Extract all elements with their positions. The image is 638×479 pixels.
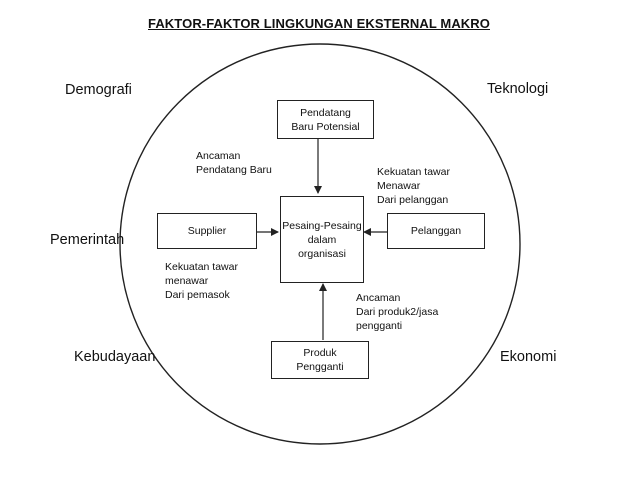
box-pelanggan: Pelanggan — [387, 213, 485, 249]
box-pesaing-line-2: dalam — [307, 233, 337, 246]
factor-teknologi: Teknologi — [487, 81, 549, 97]
environment-circle — [119, 43, 521, 445]
note-kekuatan-pelanggan-line-3: Dari pelanggan — [377, 194, 449, 206]
note-ancaman-produk-line-1: Ancaman — [356, 292, 401, 304]
box-pelanggan-line-1: Pelanggan — [410, 225, 462, 237]
factor-ekonomi: Ekonomi — [500, 349, 557, 365]
note-kekuatan-pemasok-line-2: menawar — [165, 275, 209, 287]
box-supplier: Supplier — [157, 213, 257, 249]
factor-demografi: Demografi — [65, 82, 132, 98]
factor-pemerintah: Pemerintah — [50, 232, 125, 248]
note-ancaman-produk-line-2: Dari produk2/jasa — [356, 306, 439, 318]
box-supplier-line-1: Supplier — [187, 225, 227, 237]
box-produk-line-1: Produk — [303, 347, 337, 359]
note-ancaman-produk: Ancaman Dari produk2/jasa pengganti — [356, 291, 438, 333]
box-pendatang-line-2: Baru Potensial — [291, 120, 360, 133]
note-ancaman-pendatang-line-1: Ancaman — [196, 150, 241, 162]
note-kekuatan-pemasok: Kekuatan tawar menawar Dari pemasok — [165, 260, 238, 302]
note-kekuatan-pemasok-line-1: Kekuatan tawar — [165, 261, 238, 273]
note-kekuatan-pelanggan-line-2: Menawar — [377, 180, 421, 192]
factor-kebudayaan: Kebudayaan — [74, 349, 156, 365]
diagram-title: FAKTOR-FAKTOR LINGKUNGAN EKSTERNAL MAKRO — [148, 16, 490, 31]
note-kekuatan-pelanggan-line-1: Kekuatan tawar — [377, 166, 450, 178]
box-produk-line-2: Pengganti — [296, 361, 344, 373]
box-produk-pengganti: Produk Pengganti — [271, 341, 369, 379]
note-kekuatan-pelanggan: Kekuatan tawar Menawar Dari pelanggan — [377, 165, 450, 207]
box-pendatang-line-1: Pendatang — [300, 106, 351, 119]
note-ancaman-pendatang-line-2: Pendatang Baru — [196, 164, 272, 176]
note-kekuatan-pemasok-line-3: Dari pemasok — [165, 289, 230, 301]
box-pesaing-line-3: organisasi — [298, 247, 346, 260]
box-pesaing-line-1: Pesaing-Pesaing — [282, 219, 362, 232]
box-pendatang-baru: Pendatang Baru Potensial — [277, 100, 374, 139]
note-ancaman-pendatang: Ancaman Pendatang Baru — [196, 149, 272, 177]
note-ancaman-produk-line-3: pengganti — [356, 320, 403, 332]
box-pesaing: Pesaing-Pesaing dalam organisasi — [280, 196, 364, 283]
